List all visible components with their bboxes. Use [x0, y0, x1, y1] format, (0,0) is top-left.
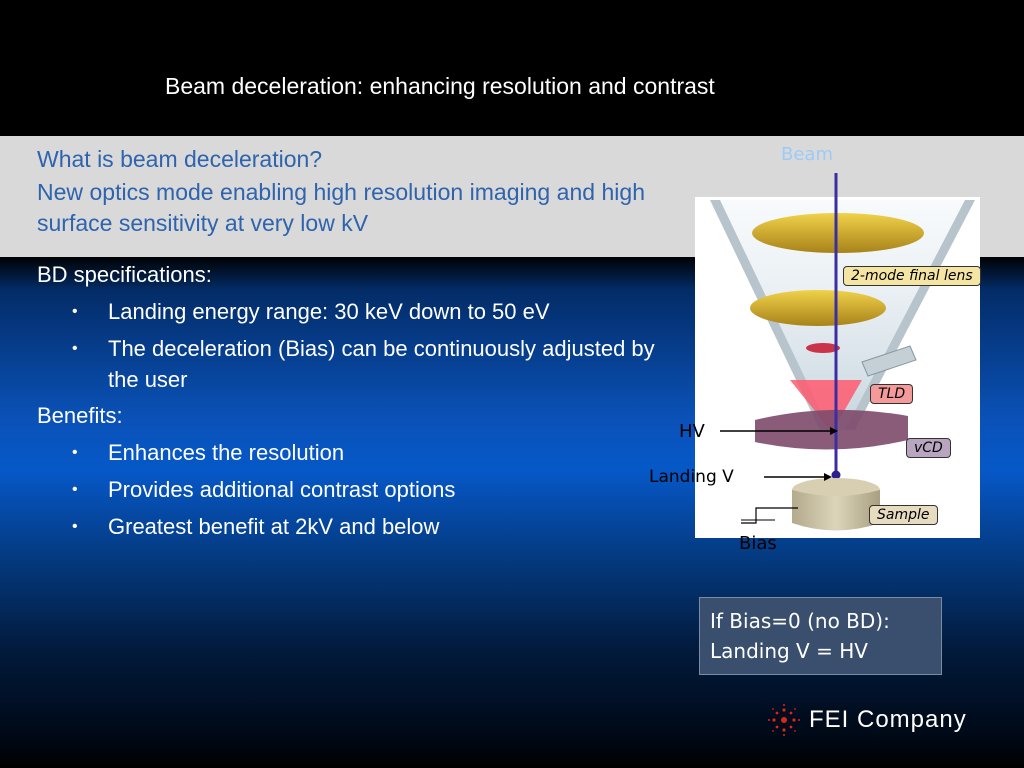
list-item-text: Landing energy range: 30 keV down to 50 …: [108, 299, 550, 324]
question-answer: New optics mode enabling high resolution…: [37, 179, 645, 236]
list-item: • Landing energy range: 30 keV down to 50…: [37, 296, 677, 327]
bias-label: Bias: [739, 533, 777, 554]
sample-body: [792, 490, 880, 531]
question-heading: What is beam deceleration?: [37, 146, 323, 172]
beam-deceleration-diagram: Beam HV Landing V Bias 2-mode final lens…: [640, 140, 1024, 560]
landing-point: [831, 470, 841, 480]
upper-lens-disc: [752, 213, 924, 253]
logo-wordmark: FEI Company: [809, 706, 967, 733]
benefits-list: • Enhances the resolution • Provides addit…: [37, 437, 677, 542]
company-logo: FEI Company: [766, 700, 996, 740]
list-item-text: Enhances the resolution: [108, 440, 345, 465]
list-item: • Enhances the resolution: [37, 437, 677, 468]
landing-v-arrowhead-icon: [824, 473, 832, 481]
specifications-list: • Landing energy range: 30 keV down to 50…: [37, 296, 677, 395]
slide-body: BD specifications: • Landing energy range…: [37, 260, 677, 548]
sample-callout: Sample: [869, 505, 938, 525]
aperture-ring: [806, 343, 840, 353]
note-line-2: Landing V = HV: [710, 639, 868, 663]
section-heading-specifications: BD specifications:: [37, 262, 212, 287]
list-item: • Greatest benefit at 2kV and below: [37, 511, 677, 542]
bullet-icon: •: [72, 340, 78, 357]
bullet-icon: •: [72, 303, 78, 320]
hv-arrowhead-icon: [830, 427, 838, 435]
fei-sunburst-icon: [768, 704, 800, 736]
bullet-icon: •: [72, 444, 78, 461]
hv-label: HV: [679, 421, 705, 442]
lower-lens-disc: [750, 290, 886, 326]
bullet-icon: •: [72, 481, 78, 498]
bias-connector: [741, 507, 798, 524]
note-box: If Bias=0 (no BD): Landing V = HV: [699, 597, 942, 675]
list-item-text: Provides additional contrast options: [108, 477, 456, 502]
list-item: • Provides additional contrast options: [37, 474, 677, 505]
title-bar: [0, 0, 1024, 136]
slide-title: Beam deceleration: enhancing resolution …: [165, 73, 715, 99]
note-line-1: If Bias=0 (no BD):: [710, 609, 890, 633]
list-item-text: The deceleration (Bias) can be continuou…: [108, 336, 655, 392]
tld-callout: TLD: [870, 384, 914, 404]
bullet-icon: •: [72, 518, 78, 535]
beam-label: Beam: [781, 144, 833, 165]
tld-cone: [790, 380, 862, 432]
detector-arm: [861, 345, 917, 377]
lens-callout: 2-mode final lens: [843, 266, 981, 286]
list-item: • The deceleration (Bias) can be continuo…: [37, 333, 677, 395]
vcd-callout: vCD: [906, 438, 951, 458]
list-item-text: Greatest benefit at 2kV and below: [108, 514, 440, 539]
landing-v-label: Landing V: [649, 467, 734, 487]
column-illustration: [695, 173, 980, 538]
section-heading-benefits: Benefits:: [37, 403, 123, 428]
